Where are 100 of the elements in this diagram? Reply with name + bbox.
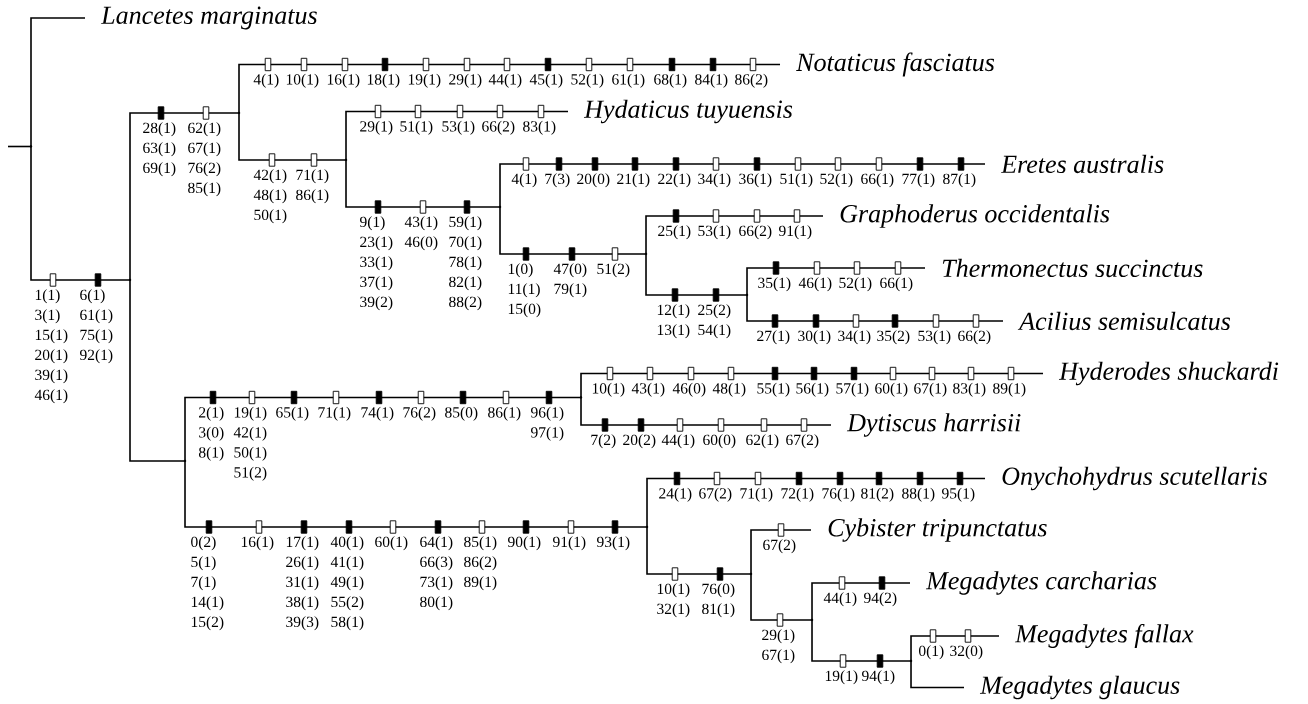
character-state-label: 16(1) — [241, 536, 274, 551]
character-state-label: 94(1) — [862, 670, 895, 685]
tree-branch — [580, 396, 832, 426]
character-state-label: 25(2) 54(1) — [698, 304, 731, 339]
character-state-label: 66(1) — [880, 277, 913, 292]
character-state-label: 53(1) — [442, 120, 475, 135]
character-state-label: 51(1) — [780, 173, 813, 188]
character-state-label: 52(1) — [820, 173, 853, 188]
character-state-label: 67(2) — [763, 539, 796, 554]
character-state-label: 12(1) 13(1) — [657, 304, 690, 339]
character-state-label: 94(2) — [864, 592, 897, 607]
character-state-label: 10(1) 32(1) — [657, 583, 690, 618]
character-state-label: 24(1) — [659, 487, 692, 502]
tree-branch — [499, 163, 986, 208]
tree-branch — [750, 529, 812, 575]
tree-branch — [750, 573, 813, 621]
character-state-label: 29(1) 67(1) — [762, 629, 795, 664]
character-state-label: 85(0) — [445, 406, 478, 421]
tree-branch — [129, 112, 240, 281]
tree-branch — [646, 477, 986, 528]
character-state-label: 93(1) — [597, 536, 630, 551]
character-state-label: 59(1) 70(1) 78(1) 82(1) 88(2) — [449, 216, 482, 311]
tree-branch — [345, 110, 569, 161]
character-state-label: 10(1) — [286, 73, 319, 88]
character-state-label: 61(1) — [612, 73, 645, 88]
character-state-label: 9(1) 23(1) 33(1) 37(1) 39(2) — [360, 216, 393, 311]
character-state-label: 81(2) — [861, 487, 894, 502]
character-state-label: 22(1) — [658, 173, 691, 188]
tree-branch — [7, 145, 32, 148]
character-state-label: 40(1) 41(1) 49(1) 55(2) 58(1) — [330, 536, 364, 631]
taxon-name: Megadytes fallax — [1014, 624, 1194, 648]
character-state-label: 66(2) — [958, 330, 991, 345]
taxon-name: Notaticus fasciatus — [796, 52, 995, 77]
character-state-label: 76(2) — [403, 406, 436, 421]
tree-branch — [645, 215, 824, 255]
character-state-label: 44(1) — [823, 592, 857, 607]
taxon-name: Cybister tripunctatus — [828, 518, 1047, 542]
character-state-label: 29(1) — [449, 73, 482, 88]
tree-branch — [910, 635, 1000, 662]
character-state-label: 66(2) — [739, 225, 772, 240]
tree-branch — [811, 619, 912, 662]
character-state-label: 53(1) — [918, 330, 951, 345]
character-state-label: 68(1) — [654, 73, 687, 88]
character-state-label: 87(1) — [943, 173, 976, 188]
tree-branch — [184, 396, 582, 462]
character-state-label: 72(1) — [781, 487, 814, 502]
character-state-label: 51(1) — [400, 120, 433, 135]
character-state-label: 36(1) — [739, 173, 772, 188]
character-state-label: 19(1) 42(1) 50(1) 51(2) — [233, 406, 267, 481]
character-state-label: 62(1) 67(1) 76(2) 85(1) — [188, 122, 221, 197]
character-state-label: 85(1) 86(2) 89(1) — [464, 536, 497, 591]
tree-branch — [746, 267, 926, 296]
taxon-name: Onychohydrus scutellaris — [1002, 466, 1267, 491]
character-state-label: 20(2) — [623, 434, 656, 449]
character-state-label: 84(1) — [695, 73, 728, 88]
character-state-label: 57(1) — [836, 382, 869, 397]
character-state-label: 91(1) — [779, 225, 812, 240]
character-state-label: 21(1) — [617, 173, 650, 188]
character-state-label: 71(1) — [740, 487, 773, 502]
taxon-name: Lancetes marginatus — [100, 6, 317, 30]
character-state-label: 74(1) — [361, 406, 394, 421]
character-state-label: 20(0) — [577, 173, 610, 188]
character-state-label: 44(1) — [488, 73, 522, 88]
character-state-label: 52(1) — [839, 277, 872, 292]
character-state-label: 67(2) — [699, 487, 732, 502]
character-state-label: 56(1) — [796, 382, 829, 397]
character-state-label: 19(1) — [825, 670, 858, 685]
taxon-name: Acilius semisulcatus — [1017, 311, 1231, 331]
character-state-label: 34(1) — [838, 330, 871, 345]
character-state-label: 67(1) — [914, 382, 947, 397]
taxon-name: Hydaticus tuyuensis — [583, 99, 793, 124]
character-state-label: 83(1) — [523, 120, 556, 135]
tree-branch — [580, 372, 1044, 399]
taxon-name: Eretes australis — [1000, 154, 1164, 174]
character-state-label: 18(1) — [367, 73, 400, 88]
character-state-label: 91(1) — [553, 536, 586, 551]
character-state-label: 51(2) — [597, 263, 630, 278]
character-state-label: 88(1) — [902, 487, 935, 502]
character-state-label: 44(1) — [661, 434, 695, 449]
character-state-label: 64(1) 66(3) 73(1) 80(1) — [420, 536, 453, 611]
tree-branch — [345, 159, 501, 208]
tree-branch — [811, 582, 911, 621]
character-state-label: 34(1) — [698, 173, 731, 188]
character-state-label: 43(1) — [631, 382, 665, 397]
character-state-label: 46(0) — [672, 382, 706, 397]
character-state-label: 76(0) 81(1) — [702, 583, 735, 618]
character-state-label: 55(1) — [757, 382, 790, 397]
taxon-name: Graphoderus occidentalis — [840, 204, 1110, 228]
tree-branch — [238, 63, 781, 114]
character-state-label: 30(1) — [798, 330, 831, 345]
tree-branch — [910, 660, 965, 689]
character-state-label: 28(1) 63(1) 69(1) — [143, 122, 176, 177]
tree-branch — [499, 206, 647, 255]
tree-branch — [746, 294, 1004, 322]
tree-branch — [129, 279, 186, 462]
tree-branch — [30, 145, 131, 281]
character-state-label: 96(1) 97(1) — [531, 406, 564, 441]
character-state-label: 66(2) — [482, 120, 515, 135]
character-state-label: 60(1) — [875, 382, 908, 397]
character-state-label: 52(1) — [571, 73, 604, 88]
